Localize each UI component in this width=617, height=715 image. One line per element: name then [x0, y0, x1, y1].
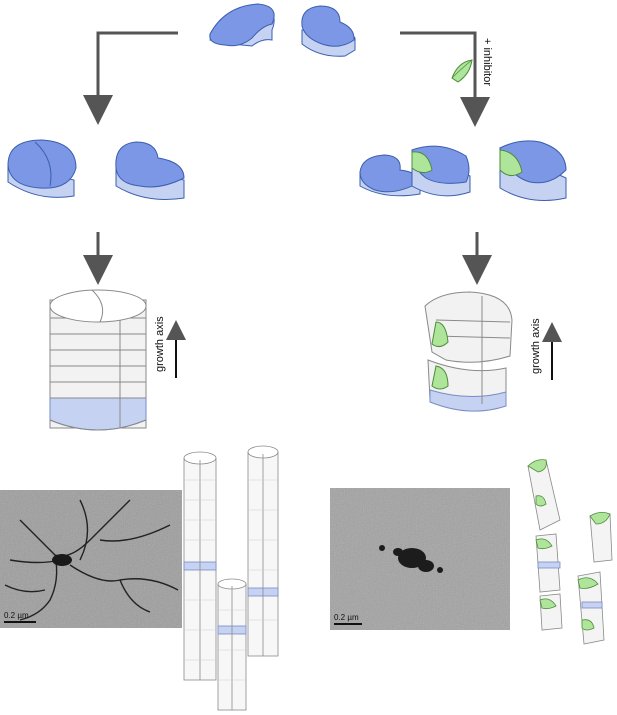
- fibril-stripes: [184, 479, 278, 681]
- inhibitor-label: + inhibitor: [481, 38, 493, 86]
- fibril-network: [4, 499, 179, 621]
- long-fibril-2: [247, 445, 279, 657]
- long-fibril-1: [183, 451, 217, 681]
- short-fibrils: [527, 459, 613, 645]
- monomer-inhibited-left: [359, 145, 471, 197]
- short-fibril-5: [577, 571, 605, 645]
- monomer-pair-top: [209, 3, 356, 57]
- aggregate-cluster: [379, 545, 443, 573]
- fibril-stack-left: [49, 289, 147, 431]
- monomer-top-right: [301, 5, 356, 57]
- arrow-right-branch: [400, 31, 490, 127]
- inhibitor-molecule: [451, 59, 473, 83]
- growth-axis-right: growth axis: [530, 318, 562, 380]
- growth-axis-left: growth axis: [154, 316, 186, 378]
- fibril-stack-right: [424, 291, 513, 412]
- micrograph-right: 0.2 µm: [330, 488, 510, 630]
- short-fibril-1: [527, 459, 561, 531]
- short-fibril-4: [539, 593, 563, 631]
- dimer-left: [7, 139, 77, 198]
- monomer-left-single: [115, 141, 185, 200]
- monomer-inhibited-right: [499, 140, 567, 201]
- arrow-left-branch: [83, 31, 178, 125]
- micrograph-left: 0.2 µm: [0, 490, 182, 628]
- growth-axis-label-left: growth axis: [154, 316, 166, 372]
- long-fibrils: [183, 445, 279, 711]
- scale-bar-right: 0.2 µm: [334, 613, 359, 622]
- process-arrows: [83, 31, 492, 285]
- monomer-top-left: [209, 3, 275, 47]
- short-fibril-3: [535, 533, 561, 593]
- short-fibril-2: [589, 512, 613, 563]
- growth-axis-label-right: growth axis: [530, 318, 542, 374]
- long-fibril-3: [217, 578, 247, 711]
- scale-bar-left: 0.2 µm: [4, 611, 29, 620]
